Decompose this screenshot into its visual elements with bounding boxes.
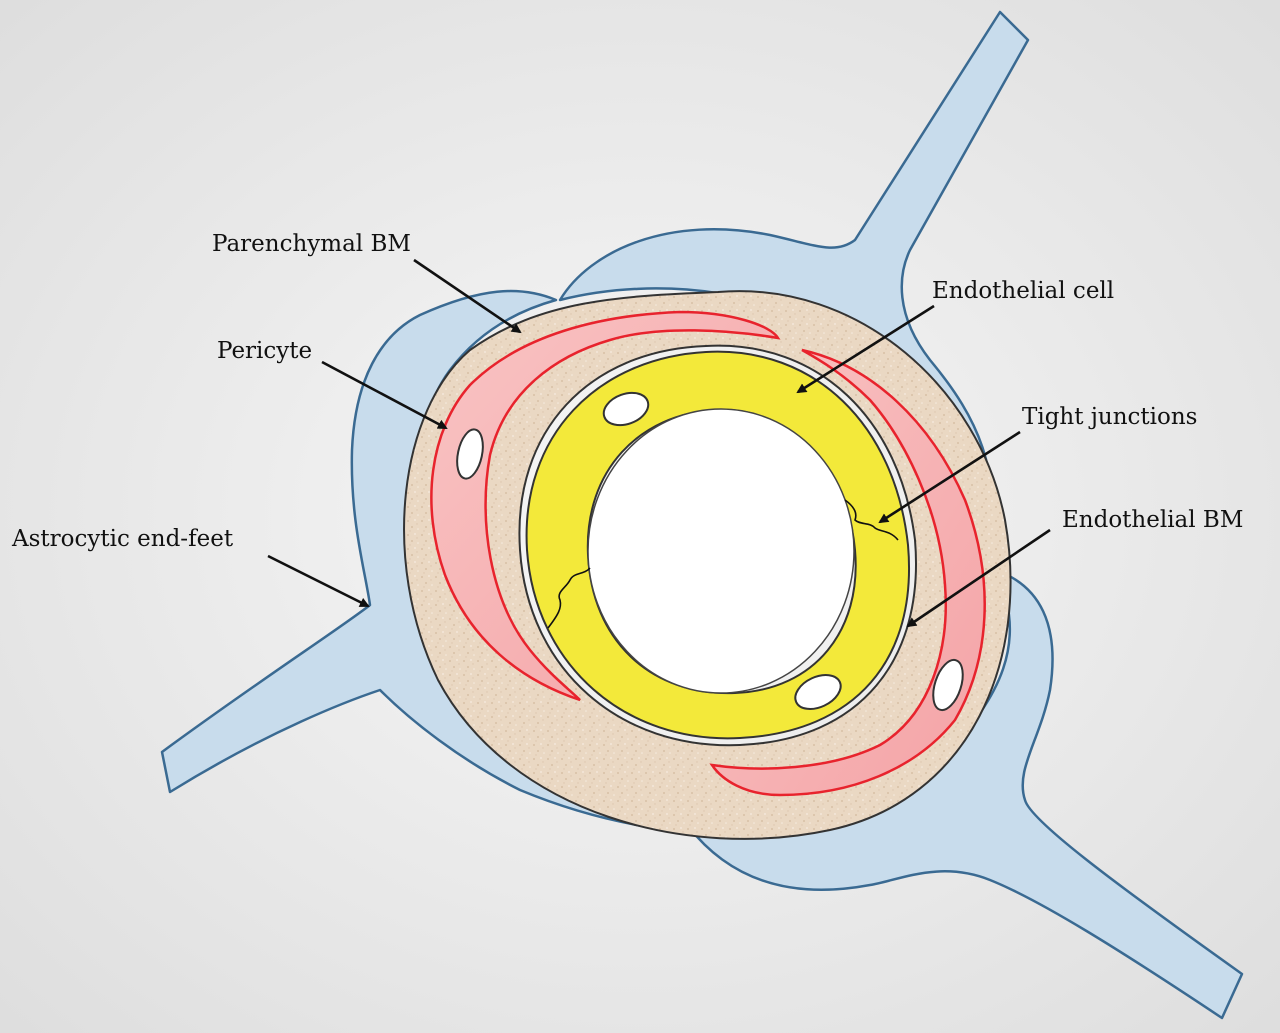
endothelial-nucleus-bottom <box>794 674 842 710</box>
parenchymal-basement-membrane <box>403 290 1012 840</box>
label-astrocytic-end-feet: Astrocytic end-feet <box>12 526 234 552</box>
leader-arrows <box>267 258 1051 628</box>
tight-junction-right <box>844 499 899 541</box>
vessel-lumen <box>587 408 855 694</box>
arrow-tight-junctions <box>878 430 1021 524</box>
label-tight-junctions: Tight junctions <box>1022 404 1198 430</box>
pericyte-right <box>709 348 986 797</box>
arrow-pericyte <box>321 360 448 430</box>
arrow-endothelial-bm <box>906 528 1051 628</box>
arrow-endothelial-cell <box>796 304 935 394</box>
label-endothelial-bm: Endothelial BM <box>1062 507 1244 533</box>
endothelial-nucleus-top <box>602 391 650 427</box>
pericyte-nucleus-right <box>932 658 964 712</box>
label-endothelial-cell: Endothelial cell <box>932 278 1115 304</box>
label-parenchymal-bm: Parenchymal BM <box>212 231 411 257</box>
pericytes <box>430 310 986 797</box>
label-pericyte: Pericyte <box>217 338 313 364</box>
arrow-parenchymal-bm <box>413 258 522 334</box>
pericyte-nucleus-left <box>456 428 484 480</box>
arrow-astrocytic-end-feet <box>267 554 370 608</box>
tight-junction-left <box>547 567 591 629</box>
tight-junctions <box>547 499 899 629</box>
pericyte-left <box>430 310 781 702</box>
